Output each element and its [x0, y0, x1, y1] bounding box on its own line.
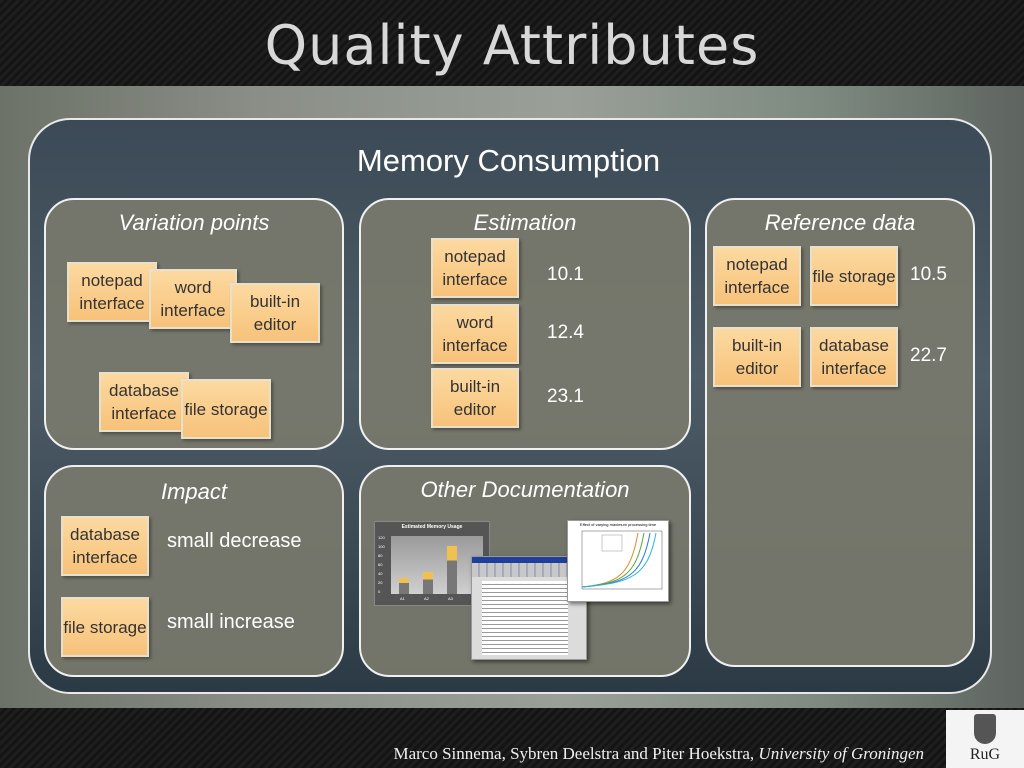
- chart-thumb-tick: 100: [378, 544, 385, 549]
- ref-built-in-editor: built-in editor: [713, 327, 801, 387]
- est-value: 12.4: [547, 322, 584, 343]
- memory-chart-thumbnail: Estimated Memory Usage 120 100 80 60 40 …: [374, 521, 490, 606]
- vp-notepad-interface: notepad interface: [67, 262, 157, 322]
- estimation-panel: Estimation: [359, 198, 691, 450]
- impact-text: small decrease: [167, 530, 302, 552]
- chart-thumb-label: A3: [448, 596, 453, 601]
- impact-file-storage: file storage: [61, 597, 149, 657]
- panel-title: Impact: [160, 479, 228, 504]
- est-value: 10.1: [547, 264, 584, 285]
- impact-database-interface: database interface: [61, 516, 149, 576]
- chart-thumb-tick: 40: [378, 571, 383, 576]
- vp-file-storage: file storage: [181, 379, 271, 439]
- footer-authors: Marco Sinnema, Sybren Deelstra and Piter…: [393, 744, 755, 763]
- chart-thumb-label: A1: [400, 596, 405, 601]
- footer-affiliation: University of Groningen: [758, 744, 924, 763]
- line-plot-thumbnail: Effect of varying maximum processing tim…: [567, 520, 669, 602]
- est-notepad-interface: notepad interface: [431, 238, 519, 298]
- crest-icon: [974, 714, 996, 744]
- ref-file-storage: file storage: [810, 246, 898, 306]
- chart-thumb-bar: [447, 546, 457, 594]
- panel-title: Estimation: [473, 210, 577, 235]
- plot-thumb-lines: [581, 530, 663, 590]
- doc-page: [482, 581, 568, 655]
- title-bar: [0, 0, 1024, 86]
- ref-value: 22.7: [910, 345, 947, 366]
- est-word-interface: word interface: [431, 304, 519, 364]
- footer-credits: Marco Sinnema, Sybren Deelstra and Piter…: [393, 744, 924, 764]
- frame-title: Memory Consumption: [356, 143, 661, 178]
- chart-thumb-tick: 60: [378, 562, 383, 567]
- page-title: Quality Attributes: [264, 14, 760, 77]
- vp-word-interface: word interface: [149, 269, 237, 329]
- chart-thumb-tick: 120: [378, 535, 385, 540]
- chart-thumb-bar: [399, 578, 409, 594]
- footer-bar: [0, 708, 1024, 768]
- ref-notepad-interface: notepad interface: [713, 246, 801, 306]
- vp-built-in-editor: built-in editor: [230, 283, 320, 343]
- panel-title: Reference data: [764, 210, 916, 235]
- panel-title: Variation points: [118, 210, 270, 235]
- vp-database-interface: database interface: [99, 372, 189, 432]
- chart-thumb-tick: 80: [378, 553, 383, 558]
- ref-database-interface: database interface: [810, 327, 898, 387]
- ref-value: 10.5: [910, 264, 947, 285]
- university-logo: RuG: [946, 710, 1024, 768]
- est-value: 23.1: [547, 386, 584, 407]
- plot-thumb-title: Effect of varying maximum processing tim…: [579, 522, 657, 527]
- chart-thumb-label: A2: [424, 596, 429, 601]
- impact-text: small increase: [167, 611, 295, 633]
- chart-thumb-bar: [423, 572, 433, 594]
- chart-thumb-tick: 0: [378, 589, 381, 594]
- doc-titlebar: [472, 557, 586, 563]
- logo-text: RuG: [969, 746, 1001, 763]
- panel-title: Other Documentation: [420, 477, 630, 502]
- est-built-in-editor: built-in editor: [431, 368, 519, 428]
- chart-thumb-title: Estimated Memory Usage: [401, 524, 463, 530]
- chart-thumb-tick: 20: [378, 580, 383, 585]
- doc-toolbar: [472, 563, 586, 577]
